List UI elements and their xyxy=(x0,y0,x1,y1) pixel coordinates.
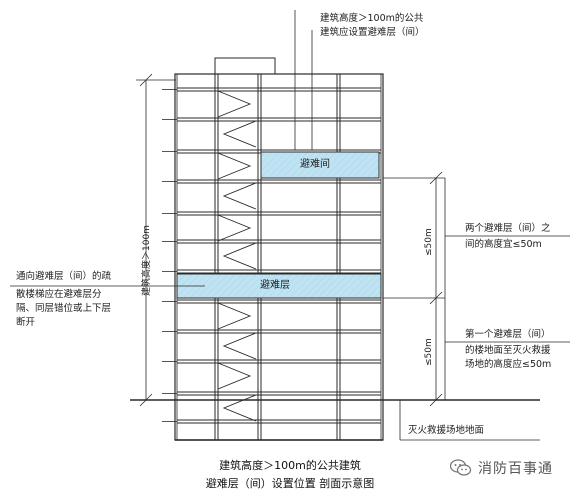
between-note-line1: 两个避难层（间）之 xyxy=(465,223,551,234)
stair-flight xyxy=(217,362,252,390)
watermark: 消防百事通 xyxy=(450,458,553,478)
top-note-line2: 建筑应设置避难层（间） xyxy=(320,27,425,38)
stair-note-line2: 散楼梯应在避难层分 xyxy=(16,289,102,300)
ground-label: 灭火救援场地地面 xyxy=(408,425,485,436)
stair-flight xyxy=(217,214,252,242)
wechat-icon xyxy=(450,459,472,476)
stair-flight xyxy=(217,152,252,180)
stair-flight xyxy=(217,302,252,330)
stair-flight xyxy=(217,90,252,118)
stair-flight xyxy=(222,242,257,270)
between-dimension-label: ≤50m xyxy=(424,228,434,256)
watermark-text: 消防百事通 xyxy=(478,461,553,477)
caption-line2: 避难层（间）设置位置 剖面示意图 xyxy=(205,477,375,490)
floor-slabs xyxy=(162,87,381,424)
refuge-floor xyxy=(176,273,382,299)
leader-lines xyxy=(10,10,570,441)
height-dimension xyxy=(136,73,176,407)
columns xyxy=(214,74,341,440)
ground-line xyxy=(130,399,540,441)
top-note-line1: 建筑高度＞100m的公共 xyxy=(320,13,424,24)
spacing-dimension xyxy=(383,171,446,407)
stair-note-line1: 通向避难层（间）的疏 xyxy=(16,271,112,282)
roof-penthouse xyxy=(214,57,276,75)
stair-note-line3: 隔、同层错位或上下层 xyxy=(16,303,112,314)
between-note-line2: 间的高度宜≤50m xyxy=(465,239,542,250)
refuge-room xyxy=(260,151,380,179)
stair-flight xyxy=(222,394,257,422)
first-note-line2: 的楼地面至灭火救援 xyxy=(465,345,551,356)
stair-flight xyxy=(222,332,257,360)
stair-flight xyxy=(222,120,257,148)
first-note-line3: 场地的高度应≤50m xyxy=(465,359,552,370)
stair-note-line4: 断开 xyxy=(16,317,36,328)
stair-flight xyxy=(222,182,257,210)
caption-line1: 建筑高度＞100m的公共建筑 xyxy=(219,459,361,472)
first-note-line1: 第一个避难层（间） xyxy=(465,329,551,340)
first-dimension-label: ≤50m xyxy=(424,338,434,366)
refuge-floor-label: 避难层 xyxy=(260,280,290,291)
building-height-label: 建筑高度＞100m xyxy=(142,225,152,296)
refuge-room-label: 避难间 xyxy=(300,159,330,170)
evacuation-stairs xyxy=(217,90,257,422)
building-outline xyxy=(174,73,384,441)
